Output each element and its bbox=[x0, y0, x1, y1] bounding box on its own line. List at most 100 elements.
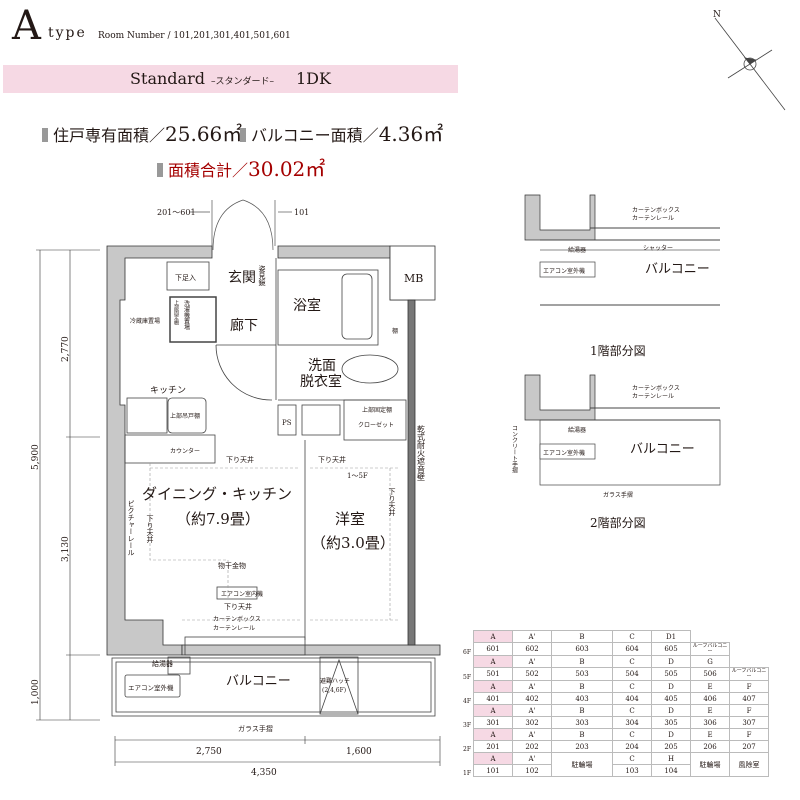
dim-left-1: 2,770 bbox=[61, 336, 71, 362]
dim-left-2: 3,130 bbox=[61, 536, 71, 562]
room-number: 101 bbox=[473, 764, 513, 777]
unit-type: E bbox=[690, 704, 730, 717]
water-heater-label: 給湯器 bbox=[568, 246, 586, 254]
upper-shelf-label: 上部固定棚 bbox=[173, 299, 179, 326]
counter-label: カウンター bbox=[170, 447, 200, 455]
door-note-right: 101 bbox=[294, 208, 309, 217]
washer-label: 洗濯機置場 bbox=[183, 299, 190, 331]
bullet-square-icon bbox=[42, 128, 48, 142]
unit-type: A bbox=[473, 680, 513, 693]
lowered-ceiling-label: 下り天井 bbox=[224, 602, 252, 611]
unit-type: B bbox=[551, 630, 613, 643]
room-number: 504 bbox=[612, 667, 652, 681]
room-partitions bbox=[111, 258, 436, 717]
partial-plan-1f: カーテンボックス カーテンレール 給湯器 シャッター エアコン室外機 バルコニー… bbox=[524, 194, 720, 358]
empty-cell bbox=[730, 643, 769, 656]
walls bbox=[106, 245, 441, 656]
water-heater-label: 給湯器 bbox=[568, 426, 586, 434]
hatch-floors-label: (2,4,6F) bbox=[322, 687, 346, 694]
floor-label: 5F bbox=[463, 673, 471, 681]
hatch-label: 避難ハッチ bbox=[320, 677, 350, 685]
concrete-rail-label: コンクリート手摺 bbox=[511, 425, 518, 474]
room-number: 403 bbox=[551, 692, 613, 705]
layout-type: 1DK bbox=[295, 69, 331, 88]
upper-shelf-label-2: 上部固定棚 bbox=[362, 406, 392, 414]
plan-title-band: Standard–スタンダード–1DK bbox=[3, 65, 458, 93]
room-number: 405 bbox=[651, 692, 691, 705]
drying-hardware-label: 物干金物 bbox=[218, 561, 246, 570]
unit-type: B bbox=[551, 680, 613, 693]
empty-cell bbox=[730, 656, 769, 668]
picture-rail-label: ピクチャーレール bbox=[127, 500, 135, 556]
unit-type: C bbox=[612, 680, 652, 693]
room-number: 204 bbox=[612, 740, 652, 753]
room-number: 402 bbox=[512, 692, 552, 705]
room-number: 104 bbox=[651, 764, 691, 777]
mb-label: MB bbox=[404, 272, 423, 285]
empty-cell bbox=[730, 631, 769, 643]
room-number: 602 bbox=[512, 642, 552, 656]
total-area: 面積合計／30.02㎡ bbox=[157, 153, 325, 182]
western-room-name: 洋室 bbox=[335, 510, 365, 528]
curtain-box-label: カーテンボックス bbox=[632, 206, 680, 214]
unit-type: A' bbox=[512, 728, 552, 741]
room-number: 103 bbox=[612, 764, 652, 777]
ps-label: PS bbox=[282, 419, 292, 427]
unit-type: D bbox=[651, 655, 691, 668]
roof-balcony-note: ルーフバルコニー bbox=[729, 667, 769, 681]
room-number: 502 bbox=[512, 667, 552, 681]
unit-type: H bbox=[651, 752, 691, 765]
unit-type: C bbox=[612, 630, 652, 643]
unit-type: A bbox=[473, 655, 513, 668]
glass-rail-label: ガラス手摺 bbox=[238, 724, 273, 733]
total-area-label: 面積合計／ bbox=[168, 161, 249, 180]
bullet-square-icon bbox=[157, 163, 163, 177]
room-number: 406 bbox=[690, 692, 730, 705]
total-area-value: 30.02㎡ bbox=[248, 157, 326, 181]
lowered-ceiling-label: 下り天井 bbox=[388, 488, 396, 517]
unit-type: C bbox=[612, 728, 652, 741]
closet-label: クローゼット bbox=[358, 421, 394, 429]
unit-type: A' bbox=[512, 704, 552, 717]
room-number: 207 bbox=[729, 740, 769, 753]
wall-label: 乾式耐火遮音壁 bbox=[417, 424, 426, 481]
room-number: 203 bbox=[551, 740, 613, 753]
room-number: 505 bbox=[651, 667, 691, 681]
shutter-label: シャッター bbox=[643, 244, 673, 252]
balcony-area-value: 4.36㎡ bbox=[378, 122, 444, 146]
partial-plan-2f: カーテンボックス カーテンレール 給湯器 コンクリート手摺 エアコン室外機 ガラ… bbox=[511, 374, 721, 530]
compass-icon: N bbox=[713, 10, 786, 111]
aircon-indoor-label: エアコン室内機 bbox=[221, 590, 263, 598]
plan-name: Standard bbox=[130, 69, 205, 88]
bath-label: 浴室 bbox=[293, 297, 321, 314]
hallway-label: 廊下 bbox=[230, 317, 258, 334]
entrance-door-icon bbox=[190, 199, 292, 251]
partial-1f-title: 1階部分図 bbox=[590, 343, 646, 358]
curtain-rail-label: カーテンレール bbox=[632, 393, 674, 400]
unit-type: G bbox=[690, 655, 730, 668]
unit-type: D bbox=[651, 704, 691, 717]
lowered-ceiling-label: 下り天井 bbox=[226, 455, 254, 464]
room-number: 404 bbox=[612, 692, 652, 705]
floor-label: 6F bbox=[463, 648, 471, 656]
room-number: 306 bbox=[690, 716, 730, 729]
water-heater-label: 給湯器 bbox=[152, 659, 173, 668]
dk-size: （約7.9畳） bbox=[176, 510, 260, 528]
room-number: 501 bbox=[473, 667, 513, 681]
room-labels: 玄関 廊下 浴室 洗面 脱衣室 ダイニング・キッチン （約7.9畳） 洋室 （約… bbox=[142, 269, 395, 689]
room-number: 603 bbox=[551, 642, 613, 656]
unit-type: A bbox=[473, 752, 513, 765]
room-number: 601 bbox=[473, 642, 513, 656]
unit-type: A' bbox=[512, 630, 552, 643]
private-area-value: 25.66㎡ bbox=[165, 122, 243, 146]
unit-type: E bbox=[690, 728, 730, 741]
